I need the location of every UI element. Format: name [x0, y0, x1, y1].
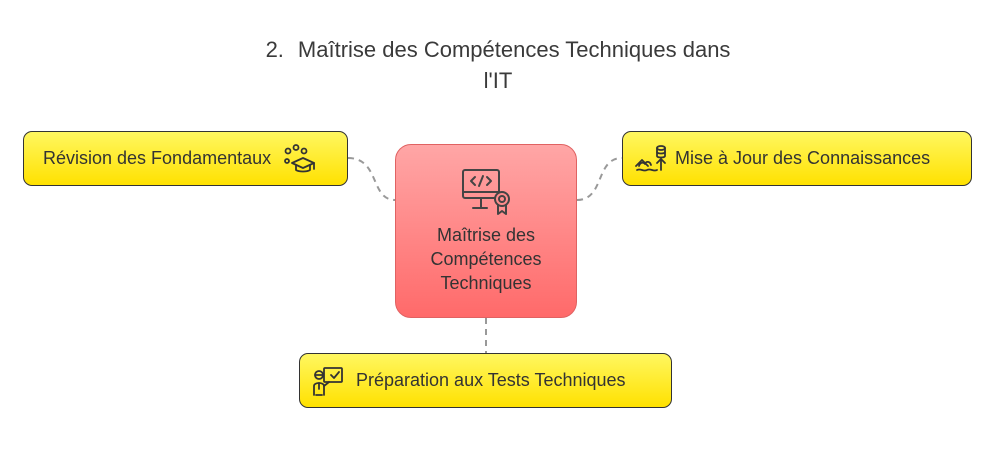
branch-revision-label: Révision des Fondamentaux — [43, 148, 272, 168]
center-label: Maîtrise des Compétences Techniques — [396, 223, 576, 295]
diagram-title: 2. Maîtrise des Compétences Techniques da… — [0, 34, 996, 96]
title-line-1: 2. Maîtrise des Compétences Techniques da… — [0, 34, 996, 65]
center-label-line-3: Techniques — [440, 273, 532, 293]
connector-revision — [347, 157, 396, 201]
branch-preparation: Préparation aux Tests Techniques — [299, 353, 672, 408]
connector-miseajour — [576, 157, 623, 201]
branch-revision: Révision des Fondamentaux — [23, 131, 348, 186]
person-checklist-icon — [312, 365, 344, 397]
title-number: 2. — [265, 37, 284, 62]
title-line-2: l'IT — [483, 68, 513, 93]
branch-miseajour-label: Mise à Jour des Connaissances — [675, 148, 931, 168]
center-label-line-2: Compétences — [430, 249, 542, 269]
center-label-line-1: Maîtrise des — [436, 225, 536, 245]
database-update-icon — [635, 144, 669, 174]
branch-preparation-label: Préparation aux Tests Techniques — [356, 370, 626, 390]
center-node: Maîtrise des Compétences Techniques — [395, 144, 577, 318]
graduation-cap-icon — [283, 143, 316, 174]
branch-miseajour: Mise à Jour des Connaissances — [622, 131, 972, 186]
title-text: Maîtrise des Compétences Techniques dans — [297, 37, 731, 62]
computer-code-certificate-icon — [460, 167, 514, 217]
